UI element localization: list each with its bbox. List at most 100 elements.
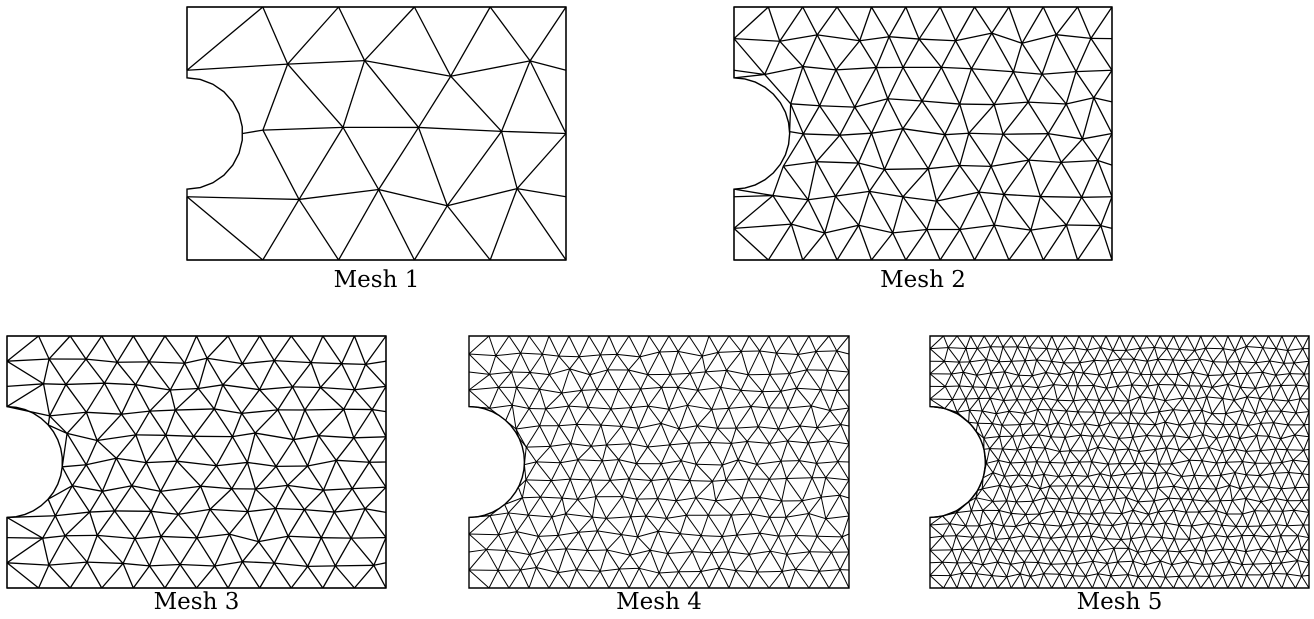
mesh-edge	[515, 408, 530, 430]
mesh-edge	[101, 490, 116, 512]
mesh-edge	[596, 530, 608, 551]
mesh-edge	[769, 550, 783, 572]
mesh-edge	[229, 533, 259, 543]
mesh-edge	[808, 513, 818, 537]
mesh-edge	[1119, 448, 1129, 464]
mesh-edge	[795, 513, 810, 536]
mesh-edge	[304, 508, 335, 513]
mesh-edge	[750, 406, 769, 409]
mesh-edge	[1065, 196, 1083, 226]
mesh-edge	[1262, 372, 1271, 387]
mesh-edge	[1094, 359, 1108, 362]
mesh-edge	[529, 554, 537, 568]
mesh-edge	[1098, 360, 1109, 376]
mesh-edge	[551, 478, 571, 482]
mesh-edge	[1140, 346, 1155, 349]
mesh-edge	[1010, 462, 1020, 476]
mesh-edge	[1087, 476, 1095, 487]
mesh-edge	[785, 516, 797, 536]
mesh-edge	[790, 66, 804, 105]
mesh-edge	[979, 522, 993, 527]
mesh-edge	[606, 534, 622, 551]
mesh-edge	[1227, 526, 1237, 538]
mesh-edge	[943, 347, 949, 362]
mesh-edge	[1226, 500, 1233, 515]
mesh-edge	[827, 369, 850, 373]
mesh-edge	[1255, 410, 1267, 415]
mesh-edge	[1234, 438, 1241, 450]
mesh-edge	[1030, 224, 1067, 231]
mesh-edge	[195, 335, 208, 359]
mesh-edge	[921, 100, 960, 105]
mesh-edge	[630, 405, 649, 409]
mesh-edge	[726, 370, 742, 391]
mesh-edge	[686, 514, 702, 536]
mesh-edge	[981, 488, 994, 502]
mesh-edge	[951, 385, 960, 400]
mesh-edge	[1253, 534, 1270, 538]
mesh-edge	[1254, 335, 1264, 348]
mesh-edge	[1077, 536, 1087, 551]
mesh-edge	[887, 67, 904, 100]
mesh-edge	[786, 551, 810, 555]
mesh-edge	[213, 384, 224, 410]
mesh-edge	[231, 436, 249, 463]
mesh-edge	[1118, 436, 1133, 439]
mesh-edge	[169, 362, 186, 391]
mesh-edge	[1241, 564, 1248, 576]
mesh-edge	[1287, 449, 1304, 451]
mesh-edge	[1268, 524, 1277, 538]
mesh-edge	[1172, 349, 1181, 361]
mesh-edge	[1043, 573, 1053, 589]
mesh-edge	[738, 459, 757, 465]
mesh-2-drawing	[733, 6, 1113, 261]
mesh-edge	[768, 460, 782, 480]
mesh-edge	[961, 536, 974, 550]
mesh-edge	[968, 132, 1004, 135]
mesh-edge	[628, 369, 648, 376]
mesh-edge	[1208, 563, 1214, 577]
mesh-edge	[1073, 347, 1081, 363]
mesh-edge	[607, 369, 619, 390]
mesh-edge	[1086, 399, 1095, 413]
mesh-edge	[1273, 572, 1287, 575]
mesh-edge	[991, 413, 997, 424]
mesh-edge	[1272, 385, 1282, 400]
mesh-edge	[1181, 476, 1189, 490]
mesh-edge	[958, 385, 967, 400]
mesh-edge	[1128, 400, 1132, 413]
mesh-edge	[1241, 526, 1249, 536]
mesh-edge	[1286, 510, 1295, 526]
mesh-edge	[1002, 537, 1010, 551]
mesh-edge	[1050, 436, 1061, 452]
mesh-edge	[638, 550, 651, 569]
mesh-edge	[1103, 498, 1115, 514]
mesh-edge	[969, 361, 978, 376]
mesh-edge	[983, 448, 990, 450]
mesh-edge	[1208, 523, 1222, 526]
mesh-edge	[721, 514, 732, 537]
mesh-edge	[1206, 396, 1213, 414]
mesh-edge	[1259, 525, 1270, 538]
mesh-edge	[1114, 448, 1129, 451]
mesh-edge	[274, 562, 308, 567]
mesh-edge	[1269, 385, 1274, 400]
mesh-edge	[1100, 196, 1113, 226]
mesh-edge	[184, 357, 208, 364]
mesh-edge	[1103, 512, 1114, 526]
mesh-edge	[799, 460, 817, 464]
mesh-edge	[1016, 385, 1024, 400]
mesh-edge	[1253, 562, 1271, 565]
mesh-edge	[180, 563, 215, 567]
mesh-edge	[588, 570, 601, 589]
mesh-edge	[1154, 411, 1160, 425]
mesh-edge	[1030, 562, 1039, 577]
mesh-edge	[1303, 448, 1310, 451]
mesh-edge	[1045, 485, 1051, 499]
mesh-edge	[695, 497, 716, 502]
mesh-edge	[829, 407, 850, 412]
mesh-edge	[413, 205, 448, 261]
mesh-edge	[343, 409, 355, 439]
mesh-edge	[628, 568, 640, 589]
mesh-edge	[1301, 473, 1310, 488]
